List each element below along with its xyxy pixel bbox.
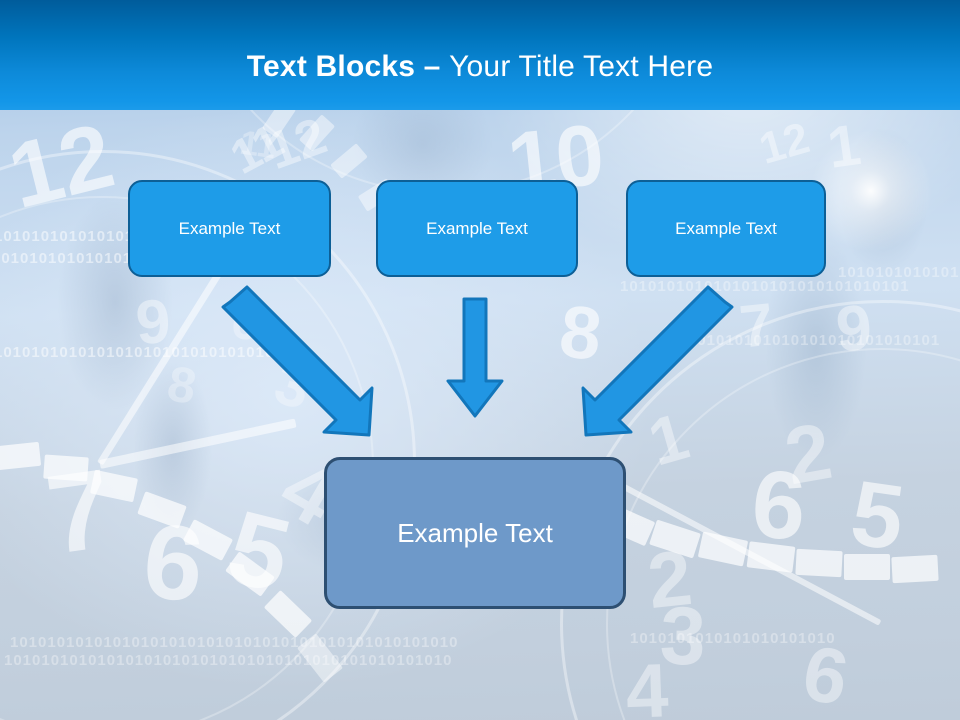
page-title-light: Your Title Text Here: [449, 50, 714, 83]
text-block-3[interactable]: Example Text: [626, 180, 826, 277]
slide-header-bar: Text Blocks – Your Title Text Here: [0, 0, 960, 110]
background-binary-strip: 1010101010101010101010: [630, 630, 836, 647]
summary-text-block-label: Example Text: [397, 517, 553, 548]
text-block-2[interactable]: Example Text: [376, 180, 578, 277]
page-title-separator: –: [423, 50, 450, 83]
summary-text-block[interactable]: Example Text: [324, 457, 626, 609]
background-numeral: 4: [624, 648, 670, 720]
background-binary-strip: 1010101010101010101010101010101: [620, 278, 910, 295]
background-binary-strip: 1010101010101010101010101010101010101010…: [10, 634, 459, 651]
text-block-1[interactable]: Example Text: [128, 180, 331, 277]
text-block-3-label: Example Text: [675, 218, 777, 238]
background-binary-strip: 101010101010101010101010101010: [838, 264, 960, 281]
text-block-2-label: Example Text: [426, 218, 528, 238]
background-binary-strip: 1010101010101010101010101010101010101010…: [4, 652, 453, 669]
arrow-down-left-icon: [581, 285, 734, 437]
arrow-down-icon: [446, 297, 504, 418]
page-title: Text Blocks – Your Title Text Here: [0, 50, 960, 84]
background-binary-strip: 1010101010101010101010101010101010: [0, 344, 312, 361]
background-numeral: 6: [137, 501, 209, 625]
background-numeral: 6: [748, 450, 810, 561]
background-numeral: 12: [0, 104, 124, 228]
text-block-1-label: Example Text: [178, 218, 281, 238]
background-binary-strip: 101010101010101010101010101: [688, 332, 941, 349]
background-numeral: 9: [833, 290, 875, 366]
background-numeral: 11: [237, 123, 279, 167]
arrow-down-right-icon: [221, 285, 374, 437]
page-title-strong: Text Blocks: [246, 50, 424, 83]
